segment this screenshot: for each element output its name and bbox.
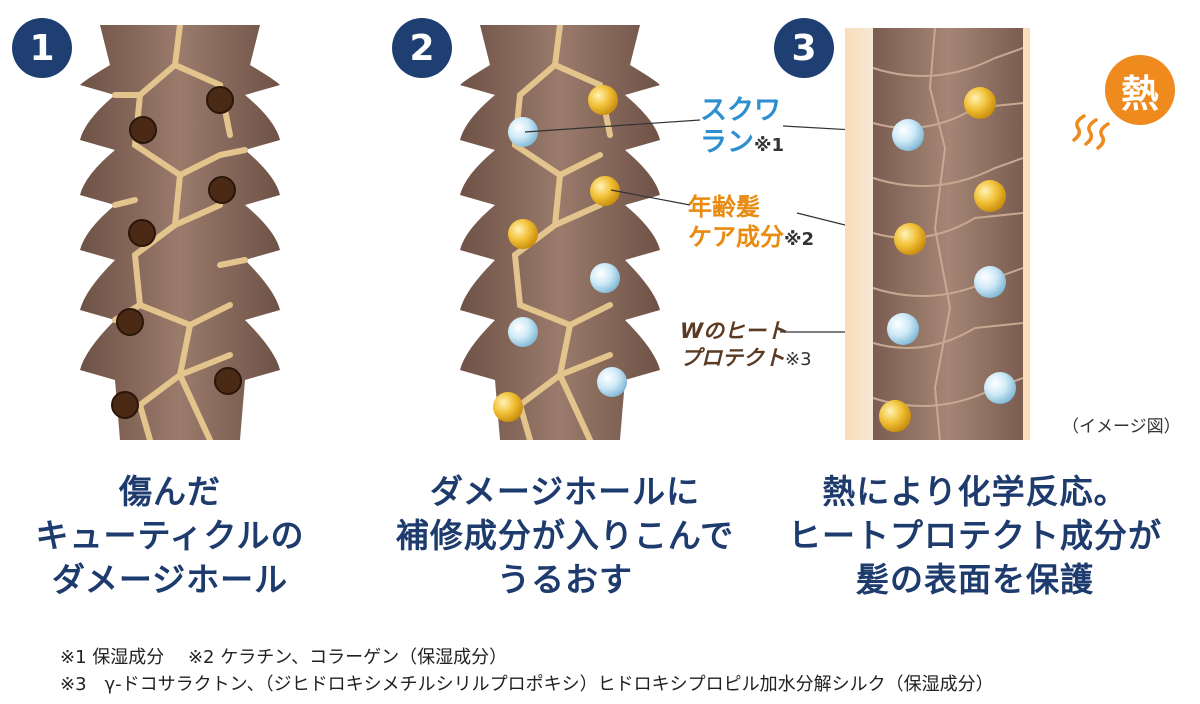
footnote-1: ※1 保湿成分 ※2 ケラチン、コラーゲン（保湿成分）	[60, 647, 508, 668]
aging-care-label-line: 年齢髪	[688, 193, 760, 221]
caption-line: ヒートプロテクト成分が	[788, 516, 1162, 555]
heat-waves-icon	[1072, 114, 1110, 150]
image-note: （イメージ図）	[1062, 417, 1181, 437]
caption-line: ダメージホールに	[429, 472, 701, 511]
step-1-number-badge: 1	[12, 18, 72, 78]
squalane-note: ※1	[754, 135, 785, 156]
heat-protect-note: ※3	[785, 349, 812, 370]
aging-care-note: ※2	[784, 229, 815, 250]
heat-protect-label-line: プロテクト	[680, 346, 785, 370]
repaired-hair-illustration	[460, 25, 660, 440]
step-2-number-badge: 2	[392, 18, 452, 78]
squalane-label-line: ラン	[700, 127, 754, 158]
caption-line: ダメージホール	[51, 560, 289, 599]
step-3-number-badge: 3	[774, 18, 834, 78]
caption-line: 傷んだ	[119, 472, 221, 511]
aging-care-label: 年齢髪 ケア成分※2	[688, 192, 814, 255]
caption-line: 熱により化学反応。	[822, 472, 1128, 511]
caption-line: 補修成分が入りこんで	[395, 516, 735, 555]
caption-line: キューティクルの	[35, 516, 305, 555]
caption-line: うるおす	[497, 560, 633, 599]
aging-care-label-line: ケア成分	[688, 223, 784, 251]
step-3-caption: 熱により化学反応。 ヒートプロテクト成分が 髪の表面を保護	[785, 470, 1165, 602]
heat-badge: 熱	[1105, 55, 1175, 125]
heat-protect-label: Wのヒート プロテクト※3	[680, 318, 812, 373]
damaged-hair-illustration	[80, 25, 280, 440]
footnote-2: ※3 γ-ドコサラクトン、（ジヒドロキシメチルシリルプロポキシ）ヒドロキシプロピ…	[60, 674, 994, 695]
protected-hair-illustration	[845, 28, 1030, 440]
caption-line: 髪の表面を保護	[856, 560, 1094, 599]
squalane-label: スクワ ラン※1	[700, 95, 784, 162]
step-1-caption: 傷んだ キューティクルの ダメージホール	[20, 470, 320, 602]
step-2-caption: ダメージホールに 補修成分が入りこんで うるおす	[385, 470, 745, 602]
squalane-label-line: スクワ	[700, 95, 781, 126]
heat-protect-label-line: Wのヒート	[680, 319, 788, 343]
